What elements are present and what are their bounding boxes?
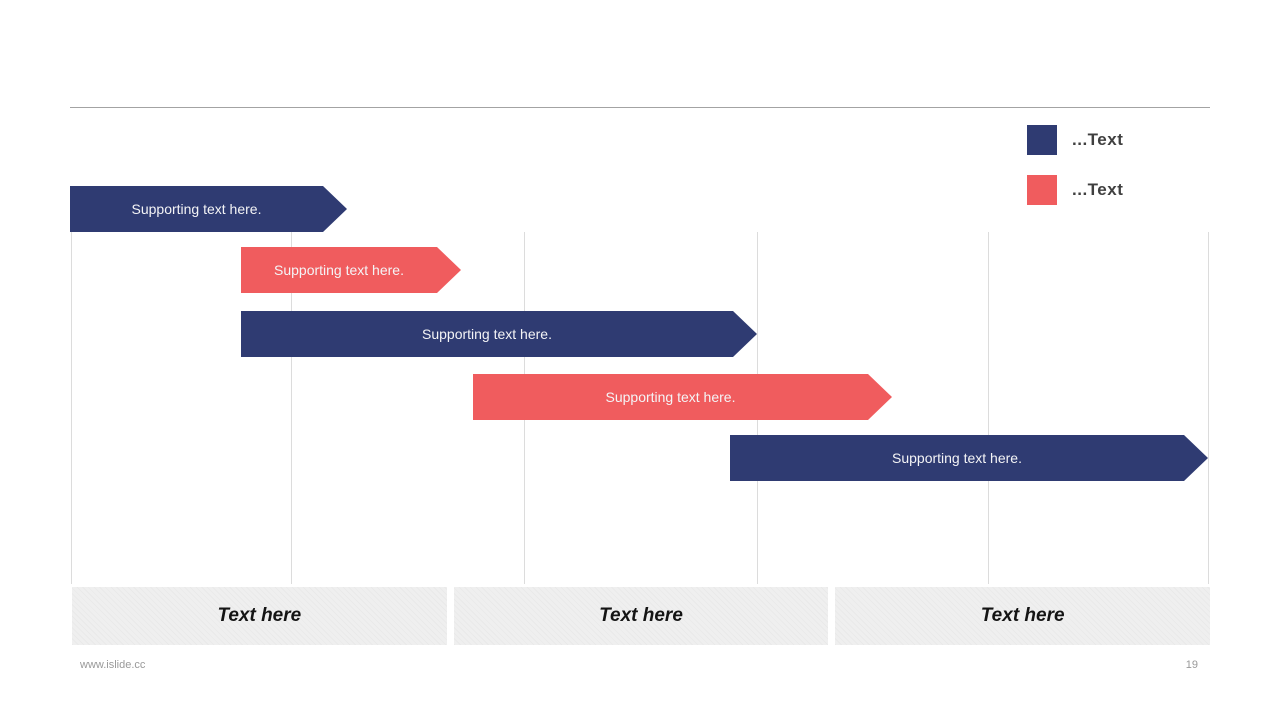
axis-label: Text here xyxy=(599,605,683,626)
axis-label: Text here xyxy=(980,605,1065,626)
bar-label: Supporting text here. xyxy=(422,326,552,342)
legend-label: ...Text xyxy=(1072,130,1124,149)
axis-label-box[interactable]: Text here xyxy=(453,587,829,645)
axis-label-box[interactable]: Text here xyxy=(835,587,1211,645)
bar-label: Supporting text here. xyxy=(605,389,736,405)
navy-swatch-icon xyxy=(1027,125,1057,155)
bar-label: Supporting text here. xyxy=(274,262,404,278)
timeline-bar[interactable]: Supporting text here. xyxy=(473,374,892,420)
axis-label-box[interactable]: Text here xyxy=(72,587,447,645)
bar-label: Supporting text here. xyxy=(131,201,262,217)
gridline xyxy=(988,232,989,584)
header-divider-line xyxy=(70,107,1210,108)
legend: ...Text ...Text xyxy=(1027,125,1123,205)
timeline-bar[interactable]: Supporting text here. xyxy=(241,311,757,357)
page-number: 19 xyxy=(1185,659,1198,671)
axis-label: Text here xyxy=(217,605,302,626)
axis-labels-row: Text here Text here Text here xyxy=(72,587,1211,645)
legend-item[interactable]: ...Text xyxy=(1027,125,1123,155)
gridline xyxy=(291,232,292,584)
bar-label: Supporting text here. xyxy=(892,450,1022,466)
timeline-bar[interactable]: Supporting text here. xyxy=(730,435,1208,481)
timeline-bar[interactable]: Supporting text here. xyxy=(70,186,347,232)
gridline xyxy=(71,232,72,584)
legend-label: ...Text xyxy=(1072,180,1124,199)
footer-url: www.islide.cc xyxy=(80,659,146,671)
gridline xyxy=(1208,232,1209,584)
coral-swatch-icon xyxy=(1027,175,1057,205)
legend-item[interactable]: ...Text xyxy=(1027,175,1123,205)
timeline-bar[interactable]: Supporting text here. xyxy=(241,247,461,293)
